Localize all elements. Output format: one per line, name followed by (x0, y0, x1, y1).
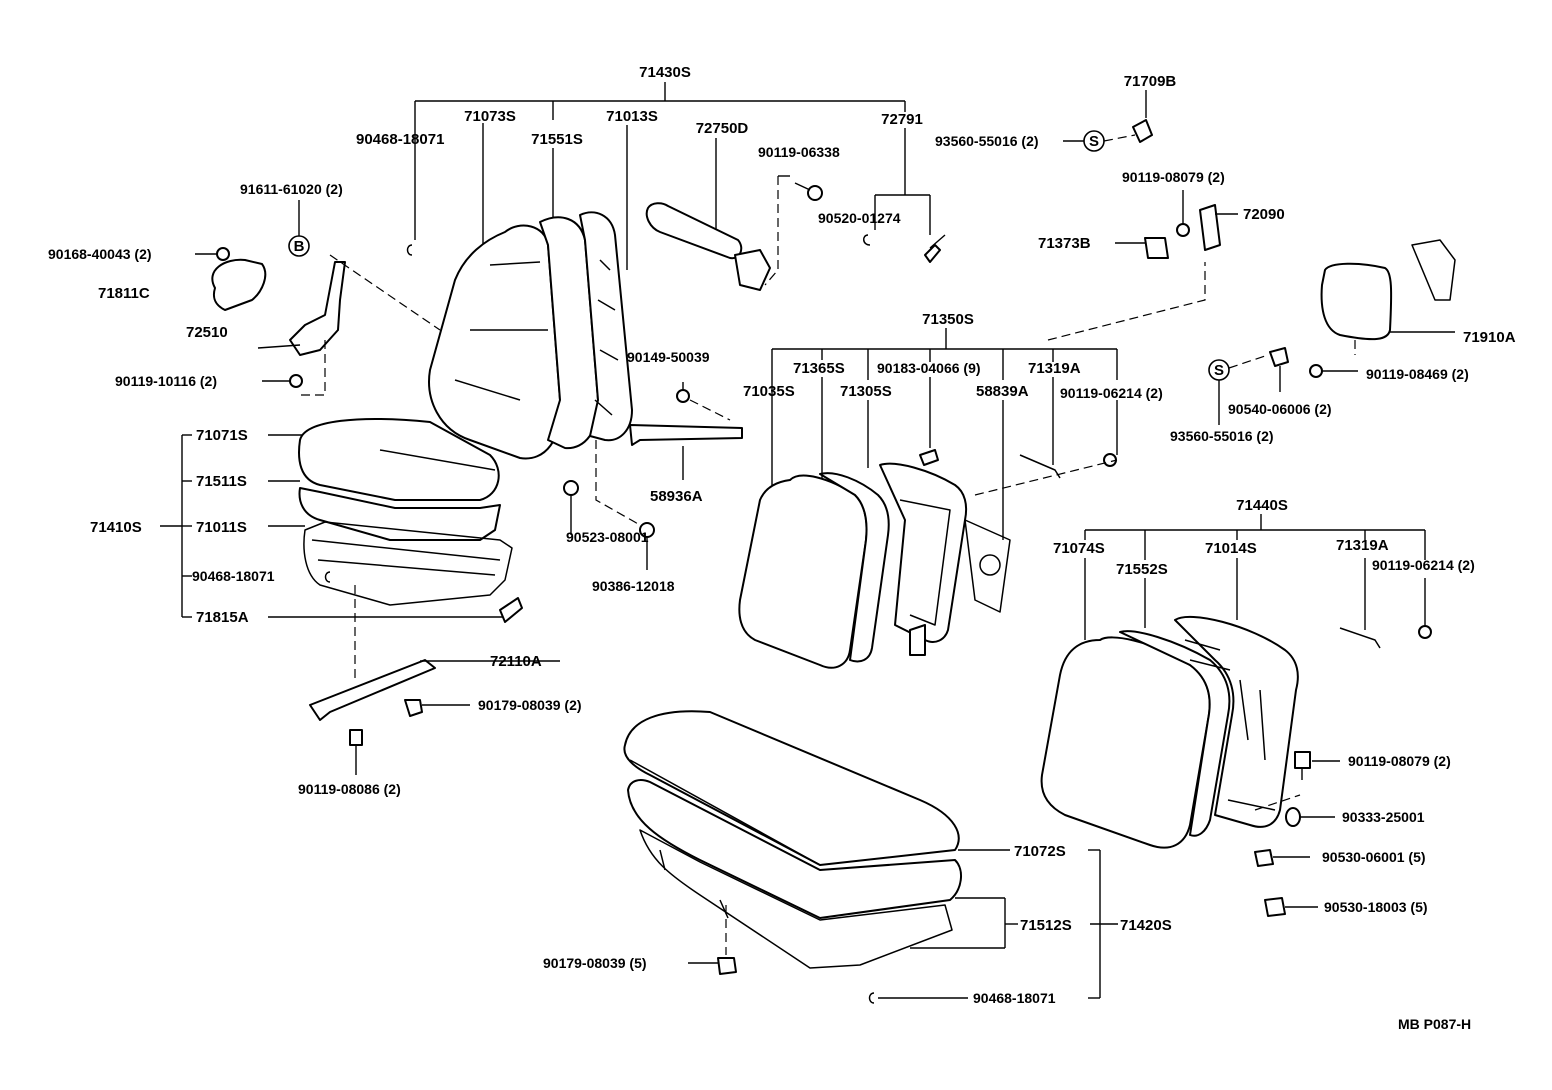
part-71709b (1132, 119, 1153, 143)
armrest (645, 202, 743, 260)
label-58936a: 58936A (650, 488, 703, 505)
part-labels: 71430S 71073S 71013S 90468-18071 71551S … (48, 64, 1516, 1032)
label-90530-06001: 90530-06001 (5) (1322, 849, 1426, 865)
label-71072s: 71072S (1014, 843, 1066, 860)
rear-back-board (964, 519, 1011, 613)
rear-seat-pad (627, 779, 962, 919)
label-71512s: 71512S (1020, 917, 1072, 934)
rear-seat-cushion (623, 710, 960, 866)
diagram-reference-code: MB P087-H (1398, 1016, 1471, 1032)
label-91611-61020: 91611-61020 (2) (240, 181, 343, 197)
seat-cushion-frame (303, 521, 513, 606)
label-71013s: 71013S (606, 108, 658, 125)
front-seat-cushion-group (160, 418, 560, 775)
seat-cushion-cover (499, 597, 523, 623)
label-90119-06214-top: 90119-06214 (2) (1060, 385, 1163, 401)
seat-back-frame (579, 211, 633, 442)
label-71350s: 71350S (922, 311, 974, 328)
rear-seat-frame (639, 829, 953, 969)
label-90179-08039-bot: 90179-08039 (5) (543, 955, 647, 971)
label-90119-08079-top: 90119-08079 (2) (1122, 169, 1225, 185)
label-72791: 72791 (881, 111, 923, 128)
bracket-72090 (1199, 204, 1221, 251)
label-90520-01274: 90520-01274 (818, 210, 901, 226)
label-90540-06006: 90540-06006 (2) (1228, 401, 1332, 417)
label-71373b: 71373B (1038, 235, 1091, 252)
label-90468-18071-left: 90468-18071 (192, 568, 275, 584)
label-90183-04066: 90183-04066 (9) (877, 360, 981, 376)
label-72090: 72090 (1243, 206, 1285, 223)
label-90119-10116: 90119-10116 (2) (115, 373, 217, 389)
label-71071s: 71071S (196, 427, 248, 444)
label-71430s: 71430S (639, 64, 691, 81)
hinge-cover (211, 258, 267, 311)
label-71815a: 71815A (196, 609, 249, 626)
label-72750d: 72750D (696, 120, 749, 137)
label-71420s: 71420S (1120, 917, 1172, 934)
label-71511s: 71511S (196, 473, 247, 490)
label-90386-12018: 90386-12018 (592, 578, 675, 594)
label-71035s: 71035S (743, 383, 795, 400)
rear-back-2-pad (1119, 630, 1231, 837)
recliner-hinge (289, 261, 346, 356)
rear-small-parts-top: S S (1063, 90, 1456, 425)
rear-back-2-frame (1174, 615, 1299, 828)
headrest (1320, 262, 1393, 341)
seat-cushion-pad (298, 487, 501, 541)
label-90468-18071-bot: 90468-18071 (973, 990, 1056, 1006)
label-93560-55016-bot: 93560-55016 (2) (1170, 428, 1274, 444)
label-71011s: 71011S (196, 519, 247, 536)
label-90168-40043: 90168-40043 (2) (48, 246, 152, 262)
label-71319a-top: 71319A (1028, 360, 1081, 377)
rear-back-cushion (738, 474, 868, 669)
label-71305s: 71305S (840, 383, 892, 400)
label-71410s: 71410S (90, 519, 142, 536)
circle-s-top-letter: S (1089, 133, 1099, 150)
label-71551s: 71551S (531, 131, 583, 148)
label-71910a: 71910A (1463, 329, 1516, 346)
label-71811c: 71811C (98, 285, 150, 302)
label-93560-55016-top: 93560-55016 (2) (935, 133, 1039, 149)
rear-seat-cushion-group (623, 710, 1118, 1004)
label-90119-08469: 90119-08469 (2) (1366, 366, 1469, 382)
circle-b-letter: B (294, 238, 305, 255)
rear-seat-back-group (738, 262, 1206, 669)
label-90468-18071-top: 90468-18071 (356, 131, 444, 148)
front-seat-back-group: B (195, 82, 946, 570)
label-90119-06338: 90119-06338 (758, 144, 840, 160)
label-90119-08079-bot: 90119-08079 (2) (1348, 753, 1451, 769)
label-58839a: 58839A (976, 383, 1029, 400)
label-72510: 72510 (186, 324, 228, 341)
label-71319a-bot: 71319A (1336, 537, 1389, 554)
seat-cushion (298, 418, 500, 501)
rear-seat-back-2-group (1040, 514, 1432, 917)
seat-back-cushion (428, 224, 562, 460)
label-71014s: 71014S (1205, 540, 1257, 557)
label-71709b: 71709B (1124, 73, 1177, 90)
label-71440s: 71440S (1236, 497, 1288, 514)
label-90179-08039-left: 90179-08039 (2) (478, 697, 582, 713)
label-90333-25001: 90333-25001 (1342, 809, 1425, 825)
label-90530-18003: 90530-18003 (5) (1324, 899, 1428, 915)
label-90149-50039: 90149-50039 (627, 349, 710, 365)
label-71365s: 71365S (793, 360, 845, 377)
label-90523-08001: 90523-08001 (566, 529, 649, 545)
label-71073s: 71073S (464, 108, 516, 125)
label-90119-06214-bot: 90119-06214 (2) (1372, 557, 1475, 573)
rear-back-frame (879, 462, 968, 643)
label-90119-08086: 90119-08086 (2) (298, 781, 401, 797)
rear-back-2-cushion (1040, 636, 1211, 849)
label-71552s: 71552S (1116, 561, 1168, 578)
seat-back-bar (629, 424, 743, 446)
label-72110a: 72110A (490, 653, 542, 670)
rear-back-pad (819, 472, 890, 663)
label-71074s: 71074S (1053, 540, 1105, 557)
circle-s-mid-letter: S (1214, 362, 1224, 379)
seat-rail (309, 659, 436, 721)
